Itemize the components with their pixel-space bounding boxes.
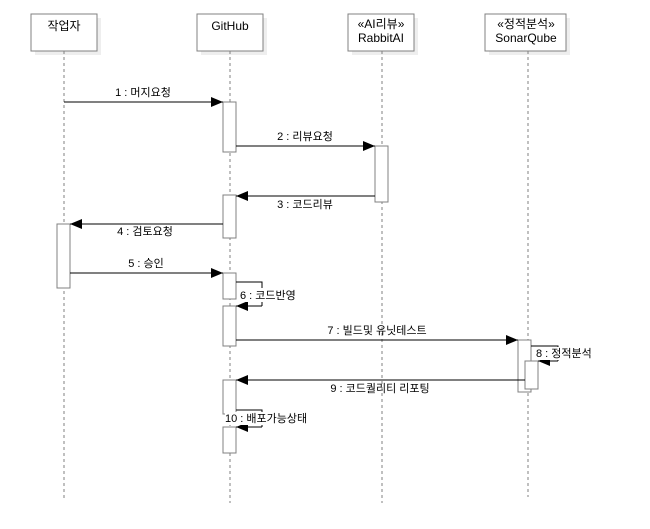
participant-stereotype: «정적분석»: [497, 17, 555, 31]
message-label: 7 : 빌드및 유닛테스트: [327, 324, 426, 337]
activation-github: [222, 101, 237, 153]
activation-rabbitai: [374, 145, 389, 203]
message-label: 5 : 승인: [128, 257, 164, 270]
participant-actor: 작업자: [30, 13, 101, 55]
message-9: 9 : 코드퀄리티 리포팅: [236, 375, 525, 395]
participant-github: GitHub: [196, 13, 267, 55]
message-5: 5 : 승인: [70, 257, 223, 278]
message-4: 4 : 검토요청: [70, 219, 223, 238]
message-10-self: 10 : 배포가능상태: [225, 409, 317, 432]
message-1: 1 : 머지요청: [64, 86, 223, 107]
participant-box: [196, 13, 264, 52]
participant-rabbitai: «AI리뷰» RabbitAI: [347, 13, 418, 55]
message-label: 4 : 검토요청: [117, 225, 173, 238]
participant-name: 작업자: [47, 19, 80, 33]
activation-github: [222, 272, 237, 300]
activation-actor: [56, 223, 71, 289]
message-label: 1 : 머지요청: [115, 86, 171, 99]
activation-github: [222, 426, 237, 454]
activation-github: [222, 379, 237, 415]
activation-github: [222, 194, 237, 239]
participant-name: RabbitAI: [358, 31, 404, 45]
message-3: 3 : 코드리뷰: [236, 191, 375, 211]
participant-stereotype: «AI리뷰»: [358, 17, 405, 31]
message-label: 8 : 정적분석: [536, 347, 592, 360]
message-label: 6 : 코드반영: [240, 289, 296, 302]
label-bg: [535, 347, 599, 360]
message-label: 10 : 배포가능상태: [225, 412, 307, 425]
message-8-self: 8 : 정적분석: [531, 345, 599, 366]
participant-box: [347, 13, 415, 52]
message-label: 9 : 코드퀄리티 리포팅: [330, 382, 429, 395]
participant-box: [484, 13, 567, 52]
message-7: 7 : 빌드및 유닛테스트: [236, 324, 518, 345]
activation-github: [222, 305, 237, 347]
message-2: 2 : 리뷰요청: [236, 130, 375, 151]
label-bg: [238, 288, 298, 302]
participant-box: [30, 13, 98, 52]
participant-name: SonarQube: [495, 31, 557, 45]
message-label: 3 : 코드리뷰: [277, 198, 333, 211]
message-label: 2 : 리뷰요청: [277, 130, 333, 143]
label-bg: [225, 412, 317, 425]
participant-name: GitHub: [211, 19, 249, 33]
message-6-self: 6 : 코드반영: [236, 281, 298, 311]
activation-sonarqube-nested: [524, 360, 539, 390]
participant-sonarqube: «정적분석» SonarQube: [484, 13, 570, 55]
